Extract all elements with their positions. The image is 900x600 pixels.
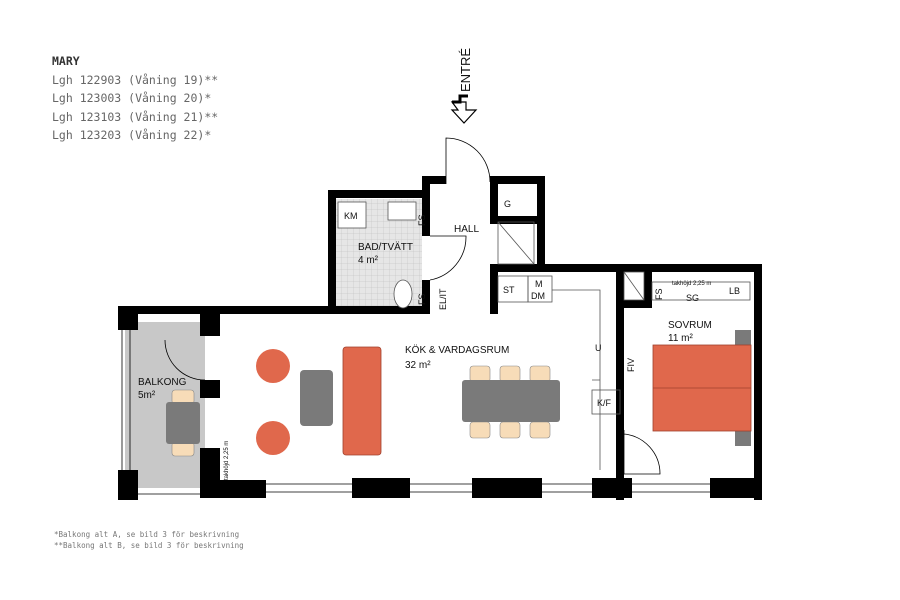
room-bedroom-name: SOVRUM (668, 320, 712, 331)
unit-line: Lgh 123103 (Våning 21)** (52, 109, 219, 124)
ceiling-height-living: takhöjd 2,25 m (224, 441, 230, 480)
fixture-fiv: FIV (626, 358, 636, 372)
unit-info: MARY Lgh 122903 (Våning 19)** Lgh 123003… (52, 52, 218, 145)
coffee-table (300, 370, 333, 426)
building-name: MARY (52, 54, 80, 68)
fixture-kf: K/F (597, 398, 612, 408)
armchair (256, 349, 290, 383)
room-hall-name: HALL (454, 224, 479, 235)
entrance-label: ENTRÉ (458, 48, 473, 92)
fixture-g: G (504, 199, 511, 209)
dining-chairs (171, 365, 551, 457)
fixture-lb: LB (729, 286, 740, 296)
fixture-km: KM (344, 211, 358, 221)
furniture (166, 330, 752, 457)
windows (121, 330, 710, 495)
armchair (256, 421, 290, 455)
room-living-area: 32 m² (405, 360, 431, 371)
dining-table (462, 380, 560, 422)
kitchen-counter (497, 221, 751, 470)
room-bath-name: BAD/TVÄTT (358, 241, 413, 253)
nightstand (735, 330, 751, 346)
fixture-st: ST (503, 285, 515, 295)
room-bath-area: 4 m² (358, 255, 379, 266)
balcony-table (166, 402, 200, 444)
fixture-u: U (595, 343, 602, 353)
entrance-arrow-icon (450, 94, 478, 124)
fixture-dm: DM (531, 291, 545, 301)
bathroom-fixtures (337, 201, 417, 309)
room-living-name: KÖK & VARDAGSRUM (405, 344, 509, 356)
ceiling-height-bedroom: takhöjd 2,25 m (672, 281, 711, 287)
fixture-fs: FS (417, 293, 427, 305)
unit-line: Lgh 123003 (Våning 20)* (52, 91, 212, 105)
footnote: *Balkong alt A, se bild 3 för beskrivnin… (54, 530, 240, 539)
room-balcony-name: BALKONG (138, 377, 187, 388)
footnotes: *Balkong alt A, se bild 3 för beskrivnin… (54, 529, 244, 551)
footnote: **Balkong alt B, se bild 3 för beskrivni… (54, 541, 244, 550)
sofa (342, 346, 382, 456)
nightstand (735, 430, 751, 446)
unit-line: Lgh 122903 (Våning 19)** (52, 72, 219, 87)
room-bedroom-area: 11 m² (668, 333, 693, 344)
unit-line: Lgh 123203 (Våning 22)* (52, 128, 212, 142)
fixture-el-it: EL/IT (438, 288, 448, 310)
fixture-sg: SG (686, 293, 699, 303)
walls (118, 176, 762, 500)
fixture-fs: FS (417, 214, 427, 226)
doors[interactable] (164, 137, 661, 475)
room-balcony-area: 5m² (138, 390, 156, 401)
fixture-fs: FS (654, 288, 664, 300)
fixture-m: M (535, 279, 543, 289)
